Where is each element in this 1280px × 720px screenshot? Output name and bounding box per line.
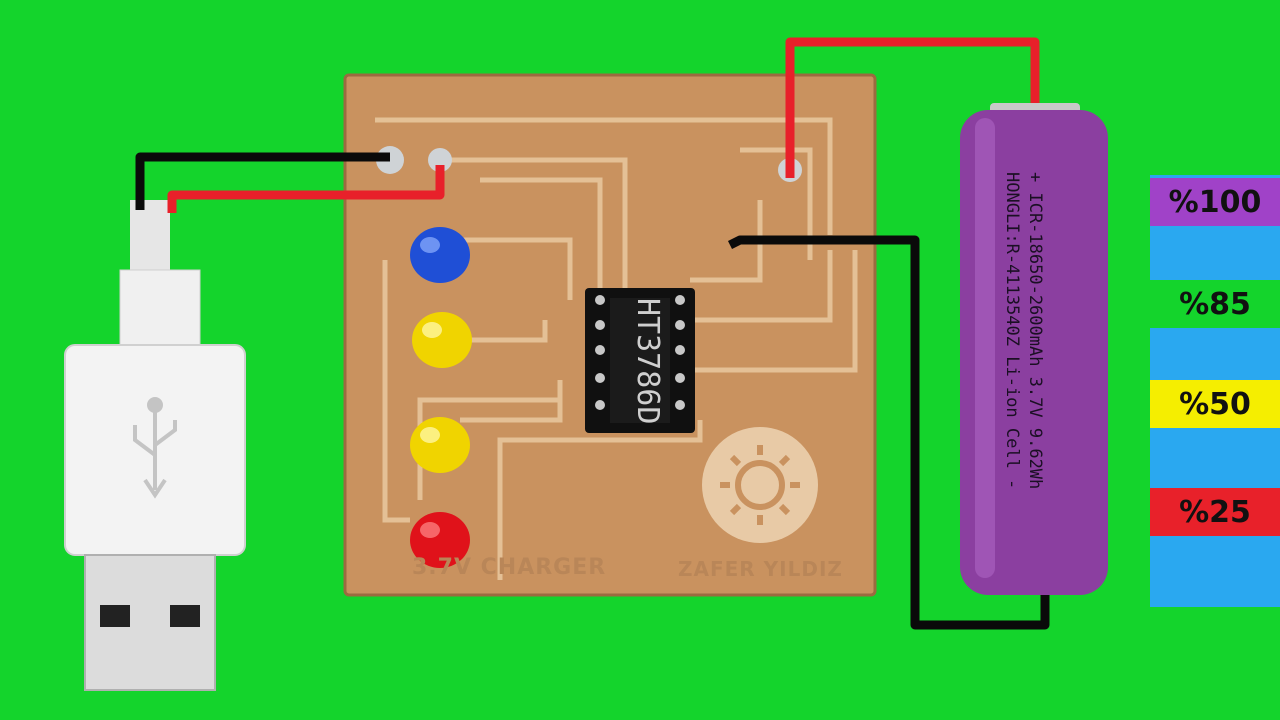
- usb-icon: [133, 397, 177, 499]
- board-author: ZAFER YILDIZ: [678, 557, 843, 581]
- board-title: 3.7V CHARGER: [412, 555, 607, 580]
- battery-label-2: HONGLI:R-4113540Z Li-ion Cell -: [1002, 172, 1022, 490]
- led-yellow-1: [412, 312, 472, 368]
- led-red: [410, 512, 470, 568]
- usb-cable: [64, 200, 246, 691]
- level-100: %100: [1150, 178, 1280, 226]
- wire-red-usb: [167, 165, 445, 213]
- level-25: %25: [1150, 488, 1280, 536]
- wire-black-usb: [135, 152, 390, 210]
- led-yellow-2: [410, 417, 470, 473]
- wire-black-battery: [727, 235, 1050, 630]
- battery-18650: [960, 103, 1108, 595]
- ic-chip: [585, 288, 695, 433]
- level-85: %85: [1150, 280, 1280, 328]
- sun-icon: [702, 427, 818, 543]
- led-blue: [410, 227, 470, 283]
- chip-label: HT3786D: [630, 298, 665, 425]
- battery-label-1: + ICR-18650-2600mAh 3.7V 9.62Wh: [1025, 172, 1045, 490]
- level-50: %50: [1150, 380, 1280, 428]
- wire-red-battery: [785, 37, 1040, 178]
